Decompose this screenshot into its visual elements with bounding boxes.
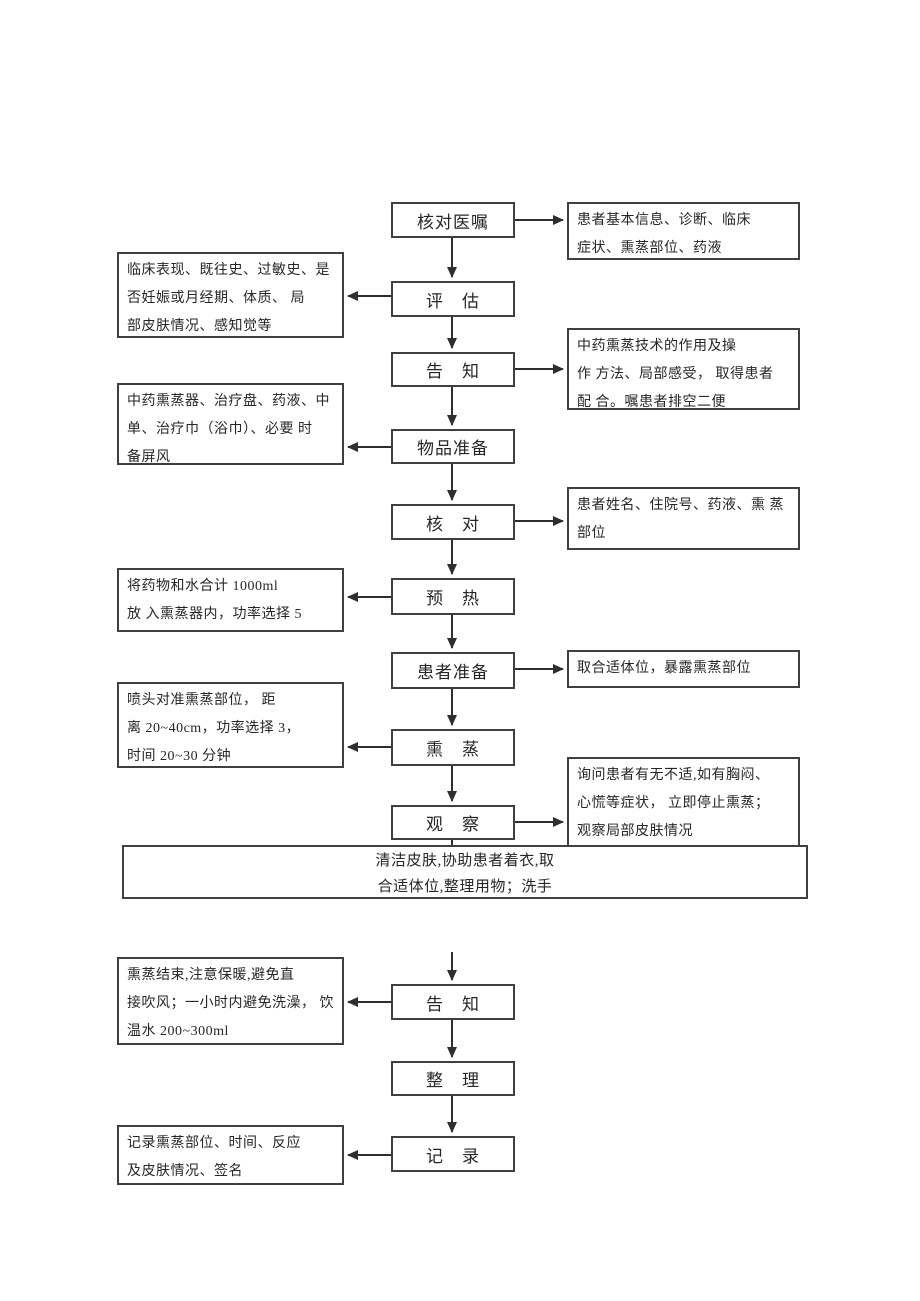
- step-patient-prep: 患者准备: [391, 652, 515, 689]
- note-aftercare: 熏蒸结束,注意保暖,避免直 接吹风；一小时内避免洗澡， 饮 温水 200~300…: [117, 957, 344, 1045]
- step-inform-after: 告 知: [391, 984, 515, 1020]
- note-order-info: 患者基本信息、诊断、临床 症状、熏蒸部位、药液: [567, 202, 800, 260]
- step-verify: 核 对: [391, 504, 515, 540]
- note-cleanup: 清洁皮肤,协助患者着衣,取 合适体位,整理用物；洗手: [122, 845, 808, 899]
- note-supplies: 中药熏蒸器、治疗盘、药液、中 单、治疗巾（浴巾）、必要 时 备屏风: [117, 383, 344, 465]
- note-preheat-params: 将药物和水合计 1000ml 放 入熏蒸器内，功率选择 5: [117, 568, 344, 632]
- step-inform: 告 知: [391, 352, 515, 387]
- note-assessment-details: 临床表现、既往史、过敏史、是 否妊娠或月经期、体质、 局 部皮肤情况、感知觉等: [117, 252, 344, 338]
- step-record: 记 录: [391, 1136, 515, 1172]
- note-positioning: 取合适体位，暴露熏蒸部位: [567, 650, 800, 688]
- note-fumigation-params: 喷头对准熏蒸部位， 距 离 20~40cm，功率选择 3， 时间 20~30 分…: [117, 682, 344, 768]
- step-tidy-up: 整 理: [391, 1061, 515, 1096]
- step-assess: 评 估: [391, 281, 515, 317]
- step-fumigate: 熏 蒸: [391, 729, 515, 766]
- step-observe: 观 察: [391, 805, 515, 840]
- note-recording-items: 记录熏蒸部位、时间、反应 及皮肤情况、签名: [117, 1125, 344, 1185]
- note-observation: 询问患者有无不适,如有胸闷、 心慌等症状， 立即停止熏蒸； 观察局部皮肤情况: [567, 757, 800, 853]
- step-prepare-items: 物品准备: [391, 429, 515, 464]
- note-verify-items: 患者姓名、住院号、药液、熏 蒸 部位: [567, 487, 800, 550]
- step-preheat: 预 热: [391, 578, 515, 615]
- step-verify-order: 核对医嘱: [391, 202, 515, 238]
- note-inform-content: 中药熏蒸技术的作用及操 作 方法、局部感受， 取得患者 配 合。嘱患者排空二便: [567, 328, 800, 410]
